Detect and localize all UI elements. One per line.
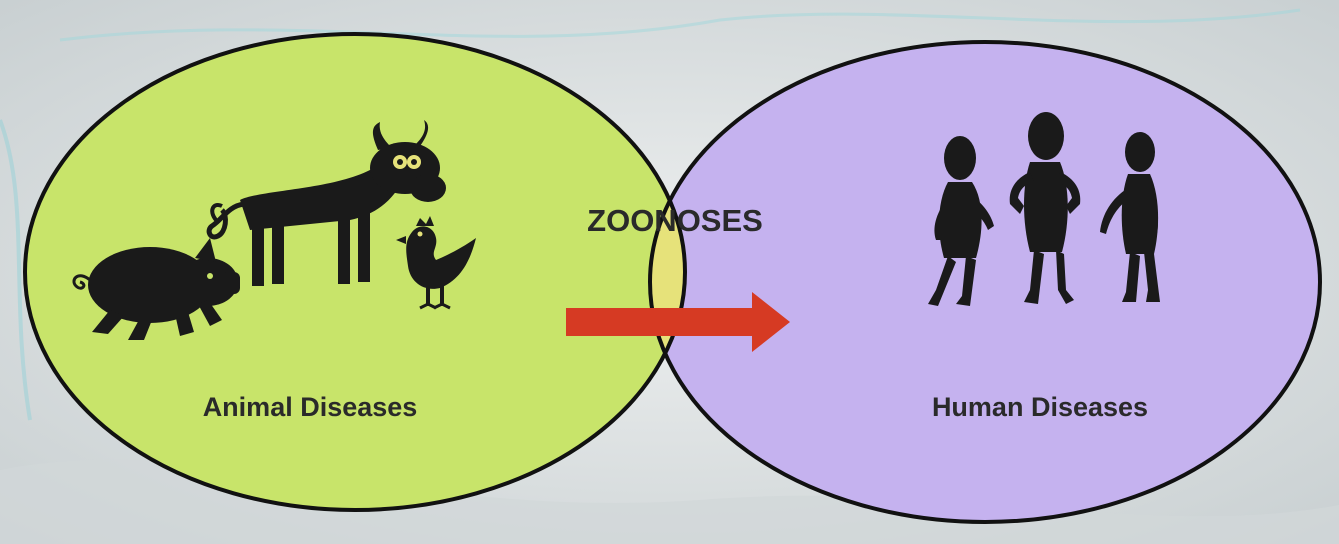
human-set-outline bbox=[648, 40, 1322, 524]
background-strand bbox=[0, 119, 32, 421]
human-diseases-set bbox=[650, 42, 1320, 522]
chicken-icon bbox=[396, 216, 476, 310]
animal-diseases-set bbox=[25, 34, 685, 510]
person-icon bbox=[1009, 112, 1081, 304]
animal-diseases-label: Animal Diseases bbox=[203, 392, 418, 422]
cow-icon bbox=[206, 120, 446, 286]
background-strand bbox=[59, 8, 1301, 42]
person-icon bbox=[1100, 132, 1160, 302]
human-diseases-label: Human Diseases bbox=[932, 392, 1148, 422]
zoonoses-label: ZOONOSES bbox=[587, 203, 763, 238]
pig-icon bbox=[72, 238, 240, 340]
animal-set-outline bbox=[23, 32, 687, 512]
person-icon bbox=[928, 136, 994, 306]
arrow-right-icon bbox=[566, 292, 790, 352]
